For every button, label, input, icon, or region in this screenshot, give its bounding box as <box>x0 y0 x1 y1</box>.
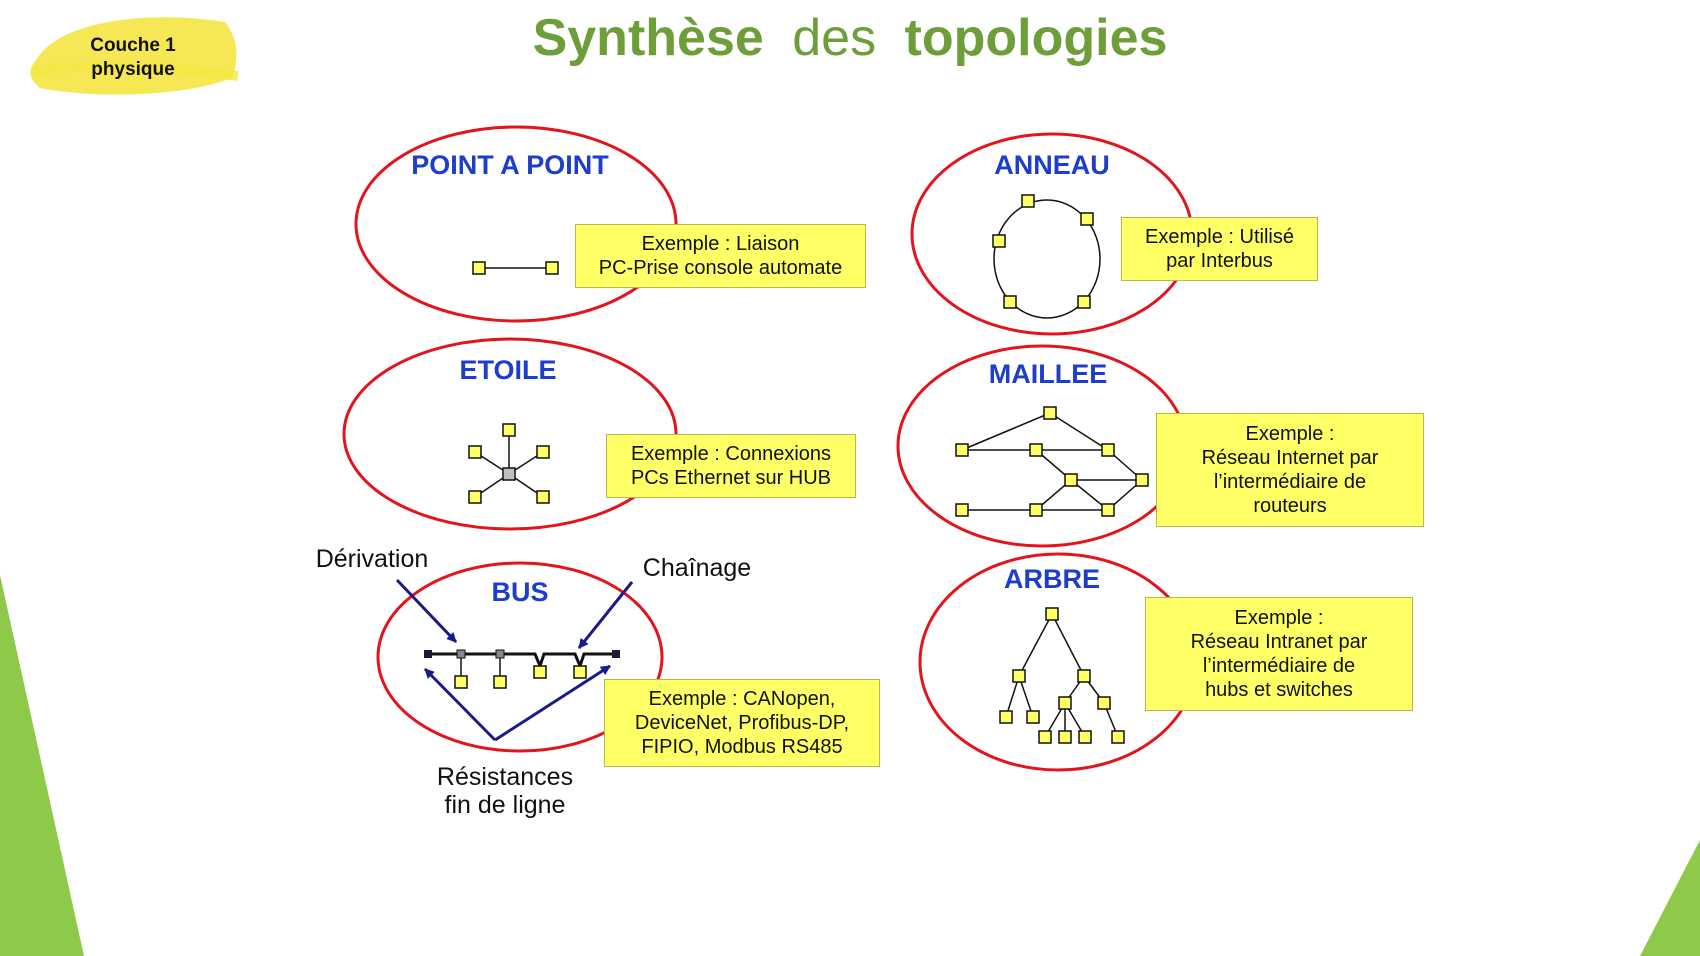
node <box>536 445 550 459</box>
example-line: PCs Ethernet sur HUB <box>630 467 832 489</box>
node <box>1064 473 1078 487</box>
example-line: l’intermédiaire de <box>1213 471 1367 493</box>
point-a-point-example-box: Exemple : Liaison PC-Prise console autom… <box>575 224 866 288</box>
node <box>1101 443 1115 457</box>
example-line: Exemple : Liaison <box>641 233 800 255</box>
node <box>1012 669 1026 683</box>
node <box>468 490 482 504</box>
resistances-label-line-1: Résistances <box>437 763 573 791</box>
example-line: DeviceNet, Profibus-DP, <box>634 712 850 734</box>
node <box>1135 473 1149 487</box>
arbre-example-box: Exemple : Réseau Intranet par l’interméd… <box>1145 597 1413 711</box>
node <box>1029 503 1043 517</box>
node <box>545 261 559 275</box>
title-part-1: Synthèse <box>533 9 764 67</box>
example-line: l’intermédiaire de <box>1202 655 1356 677</box>
node <box>992 234 1006 248</box>
example-line: hubs et switches <box>1205 679 1353 701</box>
example-line: routeurs <box>1253 495 1327 517</box>
node <box>1029 443 1043 457</box>
anneau-label: ANNEAU <box>994 150 1110 180</box>
node <box>1101 503 1115 517</box>
arbre-topology: ARBRE <box>918 552 1198 772</box>
node <box>1038 730 1052 744</box>
node <box>955 503 969 517</box>
resistances-label-line-2: fin de ligne <box>445 791 566 819</box>
terminator-right <box>612 650 620 658</box>
title-part-3: topologies <box>905 9 1168 67</box>
maillee-topology: MAILLEE <box>896 344 1188 548</box>
etoile-topology: ETOILE <box>342 337 678 531</box>
page-title: Synthèse des topologies <box>533 9 1168 67</box>
etoile-example-box: Exemple : Connexions PCs Ethernet sur HU… <box>606 434 856 498</box>
bus-example-box: Exemple : CANopen, DeviceNet, Profibus-D… <box>604 679 880 767</box>
example-line: PC-Prise console automate <box>598 257 843 279</box>
node <box>1021 194 1035 208</box>
node <box>1078 730 1092 744</box>
layer-badge: Couche 1 physique <box>30 17 239 95</box>
right-corner-decoration <box>1640 840 1700 956</box>
node <box>955 443 969 457</box>
node <box>468 445 482 459</box>
node <box>1043 406 1057 420</box>
node <box>1097 696 1111 710</box>
terminator-left <box>424 650 432 658</box>
bus-label: BUS <box>491 577 548 607</box>
example-line: Réseau Intranet par <box>1190 631 1368 653</box>
node <box>1003 295 1017 309</box>
node <box>1080 212 1094 226</box>
node <box>1058 696 1072 710</box>
example-line: Exemple : CANopen, <box>648 688 836 710</box>
node <box>1058 730 1072 744</box>
node <box>1077 669 1091 683</box>
badge-line-2: physique <box>91 59 174 80</box>
chainage-arrow <box>577 581 634 649</box>
example-line: Exemple : Utilisé <box>1145 226 1294 248</box>
node <box>1111 730 1125 744</box>
title-part-2: des <box>792 9 876 67</box>
example-line: Réseau Internet par <box>1201 447 1379 469</box>
example-line: Exemple : Connexions <box>630 443 832 465</box>
left-corner-decoration <box>0 575 84 956</box>
example-line: FIPIO, Modbus RS485 <box>641 736 843 758</box>
anneau-example-box: Exemple : Utilisé par Interbus <box>1121 217 1318 281</box>
node <box>493 675 507 689</box>
node <box>573 665 587 679</box>
chainage-label: Chaînage <box>643 554 751 582</box>
tap-node <box>495 649 505 659</box>
node <box>1077 295 1091 309</box>
node <box>454 675 468 689</box>
maillee-label: MAILLEE <box>989 359 1108 389</box>
node <box>1026 710 1040 724</box>
etoile-label: ETOILE <box>459 355 556 385</box>
derivation-arrow <box>395 578 458 644</box>
arbre-label: ARBRE <box>1004 564 1100 594</box>
bus-line <box>428 652 616 671</box>
bus-topology: BUS Dérivation Chaînage Résistances fin … <box>316 545 752 819</box>
tap-node <box>456 649 466 659</box>
node <box>533 665 547 679</box>
ring-link <box>993 199 1101 319</box>
node <box>502 423 516 437</box>
point-a-point-label: POINT A POINT <box>411 150 609 180</box>
resistance-arrow-right <box>494 664 611 742</box>
example-line: par Interbus <box>1166 250 1273 272</box>
maillee-example-box: Exemple : Réseau Internet par l’interméd… <box>1156 413 1424 527</box>
derivation-label: Dérivation <box>316 545 429 573</box>
bus-ellipse <box>376 561 664 753</box>
resistance-arrow-left <box>423 667 497 742</box>
node <box>536 490 550 504</box>
example-line: Exemple : <box>1234 607 1324 629</box>
hub-node <box>502 467 516 481</box>
node <box>472 261 486 275</box>
node <box>1045 607 1059 621</box>
example-line: Exemple : <box>1245 423 1335 445</box>
badge-line-1: Couche 1 <box>90 35 176 56</box>
node <box>999 710 1013 724</box>
